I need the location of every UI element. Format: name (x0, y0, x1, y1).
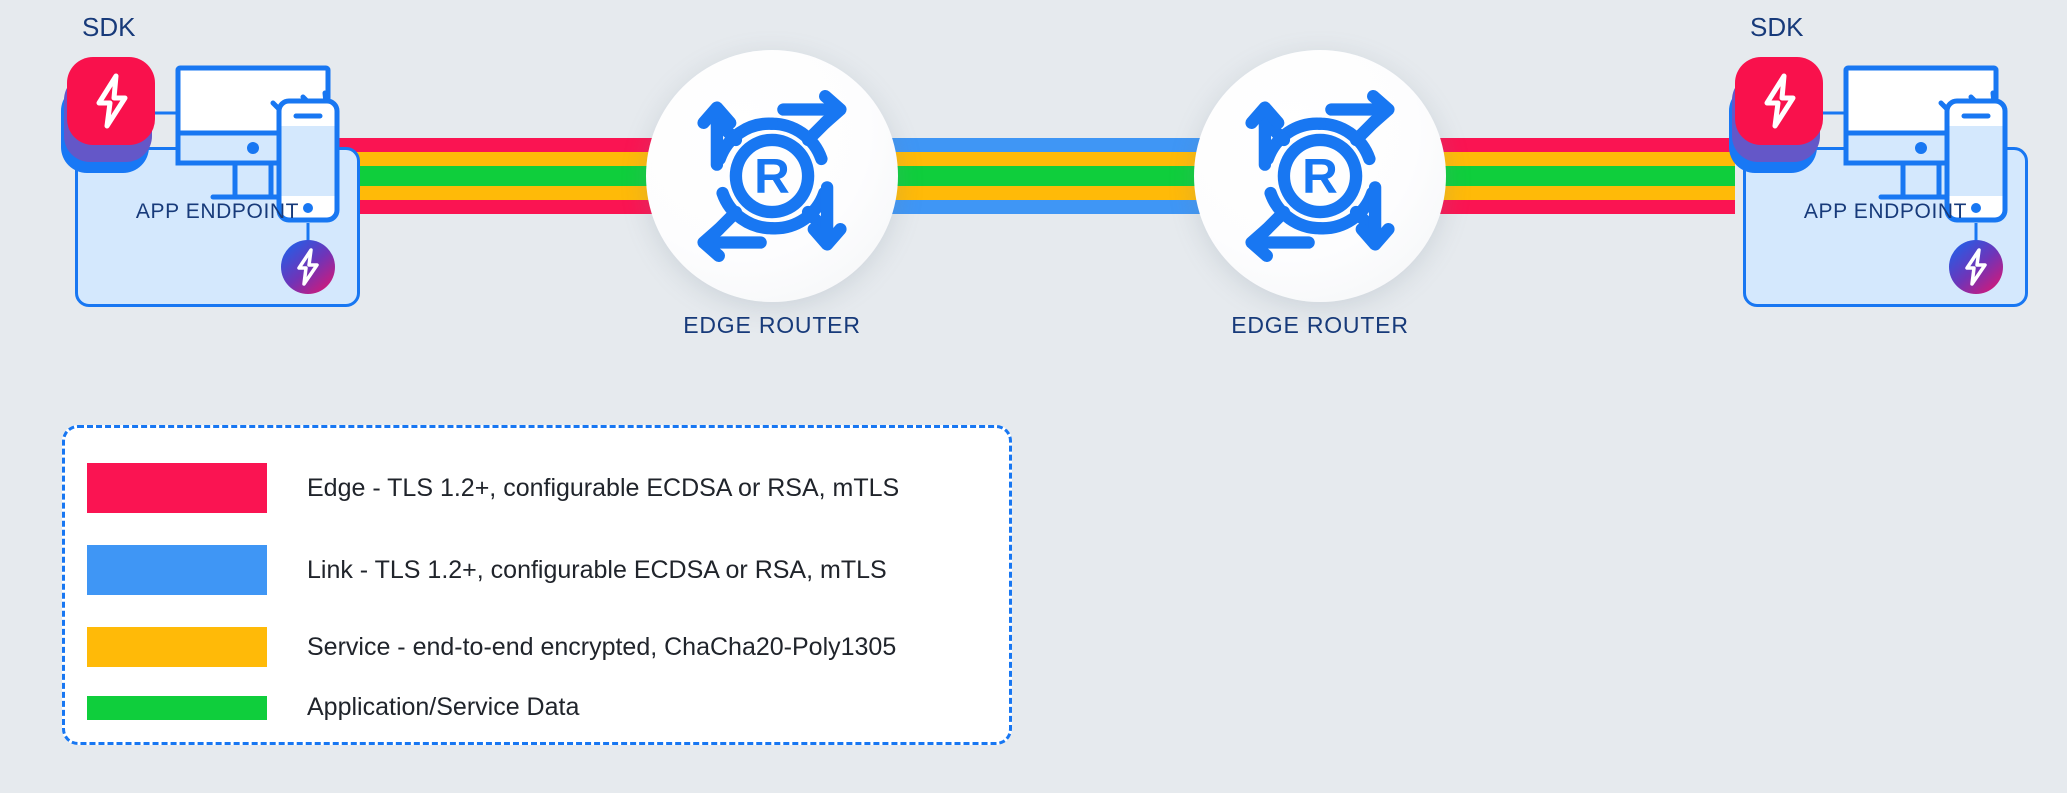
sdk-stack-icon (1723, 55, 1827, 173)
app-endpoint-left[interactable]: SDK APP ENDPOINT (60, 12, 390, 307)
legend-panel: Edge - TLS 1.2+, configurable ECDSA or R… (62, 425, 1012, 745)
legend-item-edge: Edge - TLS 1.2+, configurable ECDSA or R… (87, 463, 899, 513)
mobile-phone-icon (276, 98, 340, 223)
legend-label-service: Service - end-to-end encrypted, ChaCha20… (307, 632, 897, 661)
stripe-service-bottom (335, 186, 685, 200)
stripe-edge-top (335, 138, 685, 152)
legend-label-application-data: Application/Service Data (307, 693, 580, 721)
app-endpoint-right[interactable]: SDK APP ENDPOINT (1728, 12, 2058, 307)
svg-text:R: R (754, 149, 790, 204)
bolt-icon (96, 73, 128, 129)
legend-swatch-application-data (87, 695, 267, 720)
bolt-icon (1764, 73, 1796, 129)
svg-text:R: R (1302, 149, 1338, 204)
ziti-bolt-circle-icon (1949, 240, 2003, 294)
mobile-phone-icon (1944, 98, 2008, 223)
app-endpoint-right-label: APP ENDPOINT (1803, 200, 1968, 223)
router-arrows-icon: R (697, 90, 847, 262)
edge-router-left[interactable]: R EDGE ROUTER (646, 50, 898, 350)
legend-swatch-service (87, 627, 267, 667)
legend-item-application-data: Application/Service Data (87, 693, 579, 722)
stripe-edge-bottom (335, 200, 685, 214)
sdk-label-right: SDK (1750, 12, 1804, 42)
stripe-service-top (335, 152, 685, 166)
edge-router-right-label: EDGE ROUTER (1231, 312, 1409, 338)
bolt-icon (297, 248, 319, 286)
app-endpoint-left-label: APP ENDPOINT (135, 200, 300, 223)
path-segment-endpoint-to-router-left (335, 138, 685, 214)
sdk-stack-icon (55, 55, 159, 173)
router-disc-background (1194, 50, 1446, 302)
legend-swatch-link (87, 545, 267, 595)
stripe-application-data (335, 166, 685, 186)
legend-label-edge: Edge - TLS 1.2+, configurable ECDSA or R… (307, 473, 900, 502)
legend-swatch-edge (87, 463, 267, 513)
legend-item-service: Service - end-to-end encrypted, ChaCha20… (87, 627, 896, 667)
ziti-bolt-circle-icon (281, 240, 335, 294)
sdk-label-left: SDK (82, 12, 136, 42)
router-disc-background (646, 50, 898, 302)
edge-router-right[interactable]: R EDGE ROUTER (1194, 50, 1446, 350)
legend-item-link: Link - TLS 1.2+, configurable ECDSA or R… (87, 545, 887, 595)
legend-label-link: Link - TLS 1.2+, configurable ECDSA or R… (307, 555, 887, 584)
edge-router-left-label: EDGE ROUTER (683, 312, 861, 338)
bolt-icon (1965, 248, 1987, 286)
router-arrows-icon: R (1245, 90, 1395, 262)
